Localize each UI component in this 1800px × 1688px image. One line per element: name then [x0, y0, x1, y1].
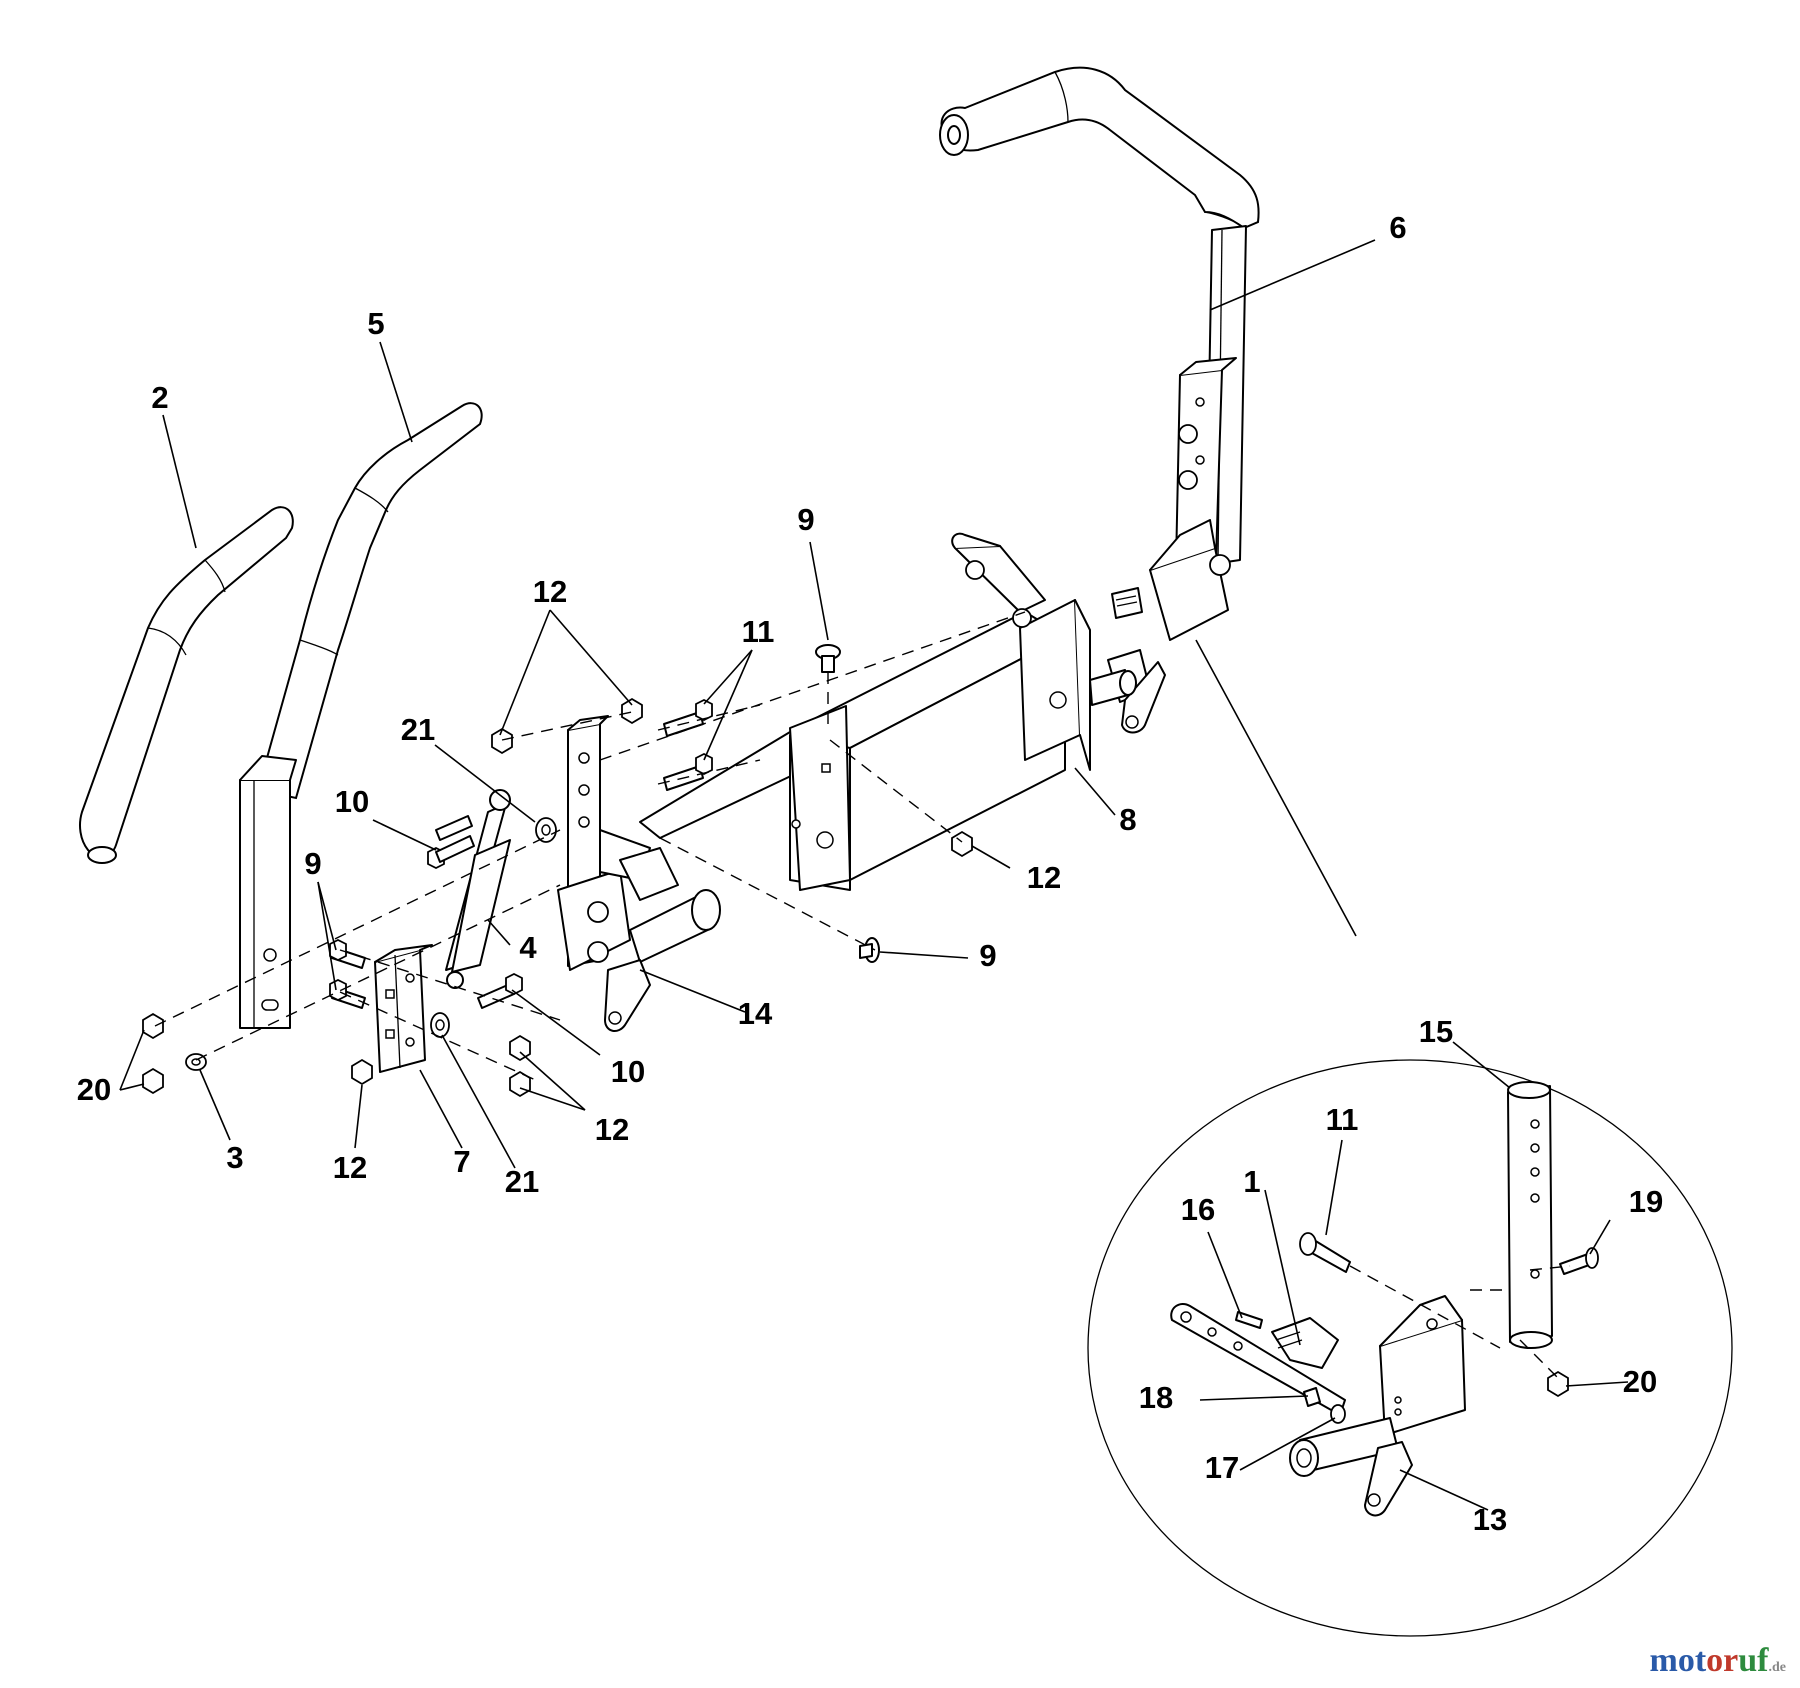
callout-11a: 11	[742, 614, 775, 649]
callout-12b: 12	[1027, 860, 1061, 895]
callout-8: 8	[1119, 802, 1136, 837]
assembly-lines	[154, 611, 1026, 1083]
callout-18: 18	[1139, 1380, 1173, 1415]
watermark-part-4: .de	[1768, 1660, 1787, 1675]
callout-14: 14	[738, 996, 773, 1031]
callout-labels: 1 2 3 4 5 6 7 8 9 9 9 10 10 11 11 12 12 …	[77, 210, 1663, 1537]
watermark-logo: motoruf.de	[1650, 1642, 1786, 1680]
callout-12d: 12	[333, 1150, 367, 1185]
watermark-part-3: uf	[1738, 1642, 1769, 1679]
gas-spring-4	[445, 789, 511, 989]
handle-6	[939, 66, 1260, 734]
callout-12c: 12	[595, 1112, 629, 1147]
callout-17: 17	[1205, 1450, 1239, 1485]
callout-21b: 21	[505, 1164, 539, 1199]
frame-8	[639, 532, 1137, 891]
callout-9c: 9	[979, 938, 996, 973]
handle-5	[239, 402, 483, 1029]
bracket-7	[374, 944, 433, 1073]
callout-5: 5	[367, 306, 384, 341]
detail-view	[1087, 639, 1733, 1637]
mount-14	[557, 715, 721, 1032]
watermark-part-1: mot	[1649, 1642, 1707, 1679]
callout-15: 15	[1419, 1014, 1453, 1049]
leader-lines	[119, 239, 1629, 1511]
callout-1: 1	[1243, 1164, 1260, 1199]
callout-2: 2	[151, 380, 168, 415]
callout-4: 4	[519, 930, 537, 965]
callout-16: 16	[1181, 1192, 1215, 1227]
callout-10b: 10	[611, 1054, 645, 1089]
callout-7: 7	[453, 1144, 470, 1179]
callout-9a: 9	[797, 502, 814, 537]
handle-2	[79, 506, 294, 864]
callout-11b: 11	[1326, 1102, 1359, 1137]
callout-12a: 12	[533, 574, 567, 609]
callout-6: 6	[1389, 210, 1406, 245]
watermark-part-2: or	[1706, 1642, 1739, 1679]
callout-10a: 10	[335, 784, 369, 819]
callout-21a: 21	[401, 712, 435, 747]
callout-9b: 9	[304, 846, 321, 881]
callout-19: 19	[1629, 1184, 1663, 1219]
callout-3: 3	[226, 1140, 243, 1175]
callout-20a: 20	[77, 1072, 111, 1107]
callout-20b: 20	[1623, 1364, 1657, 1399]
callout-13: 13	[1473, 1502, 1507, 1537]
